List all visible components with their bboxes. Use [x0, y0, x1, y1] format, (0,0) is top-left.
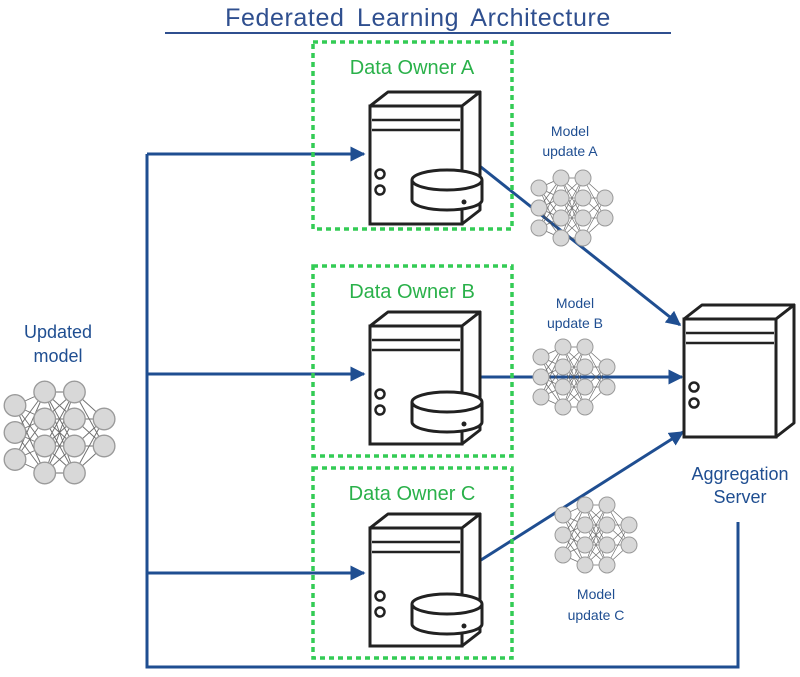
- aggregation-server: Aggregation Server: [682, 303, 796, 507]
- data-owner-label: Data Owner B: [349, 281, 475, 303]
- model-update-a: Model update A: [530, 123, 614, 247]
- neural-network-icon: [530, 169, 614, 247]
- update-arrow-c: [461, 430, 685, 574]
- model-update-label-line2: update C: [568, 607, 625, 623]
- model-update-label-line2: update A: [542, 143, 598, 159]
- data-owner-box: [311, 264, 514, 458]
- updated-model: Updated model: [3, 322, 116, 485]
- data-owner-box: [311, 40, 514, 231]
- server-icon: [682, 303, 796, 439]
- aggregation-server-label-line2: Server: [713, 487, 766, 507]
- neural-network-icon: [554, 496, 638, 574]
- data-owner-label: Data Owner A: [350, 57, 475, 79]
- database-icon: [410, 390, 484, 434]
- model-update-b: Model update B: [532, 295, 616, 416]
- data-owner-b: Data Owner B: [311, 264, 514, 458]
- model-update-c: Model update C: [554, 496, 638, 623]
- updated-model-label-line1: Updated: [24, 322, 92, 342]
- data-owner-label: Data Owner C: [349, 483, 476, 505]
- data-owner-c: Data Owner C: [311, 466, 514, 660]
- diagram-title: Federated Learning Architecture: [225, 4, 611, 32]
- model-update-label-line1: Model: [551, 123, 589, 139]
- feedback-loop-line: [145, 154, 740, 669]
- model-update-label-line1: Model: [556, 295, 594, 311]
- database-icon: [410, 168, 484, 212]
- updated-model-label-line2: model: [33, 346, 82, 366]
- model-update-label-line2: update B: [547, 315, 603, 331]
- data-owner-a: Data Owner A: [311, 40, 514, 231]
- database-icon: [410, 592, 484, 636]
- model-update-label-line1: Model: [577, 586, 615, 602]
- data-owner-box: [311, 466, 514, 660]
- update-arrow-a: [461, 150, 682, 327]
- aggregation-server-label-line1: Aggregation: [691, 464, 788, 484]
- neural-network-icon: [3, 380, 116, 485]
